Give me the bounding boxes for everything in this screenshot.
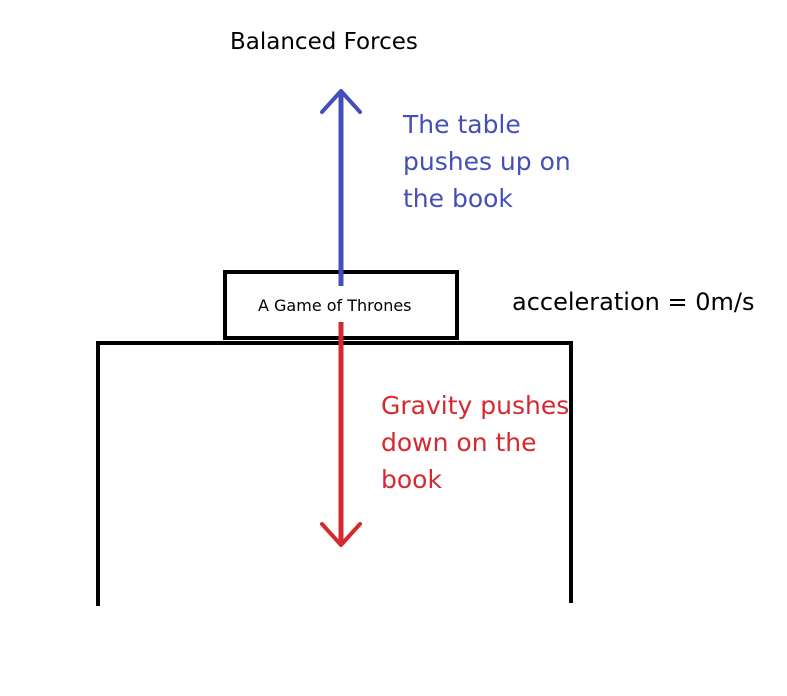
table-outline: [96, 341, 573, 606]
down-arrow-head: [320, 522, 362, 547]
acceleration-label: acceleration = 0m/s: [512, 288, 755, 316]
down-force-label-line-1: Gravity pushes: [381, 391, 570, 420]
up-arrow-head: [320, 89, 362, 114]
down-force-label-line-2: down on the: [381, 428, 537, 457]
up-force-label-line-2: pushes up on: [403, 147, 571, 176]
up-force-label-line-3: the book: [403, 184, 513, 213]
book-title-label: A Game of Thrones: [258, 296, 412, 315]
table: [96, 341, 573, 606]
up-force-label: The table pushes up on the book: [403, 106, 571, 217]
up-force-arrow: [320, 89, 362, 286]
up-force-label-line-1: The table: [403, 110, 521, 139]
down-force-arrow: [320, 322, 362, 547]
diagram-title: Balanced Forces: [230, 29, 418, 55]
down-force-label-line-3: book: [381, 465, 442, 494]
down-force-label: Gravity pushes down on the book: [381, 387, 569, 498]
